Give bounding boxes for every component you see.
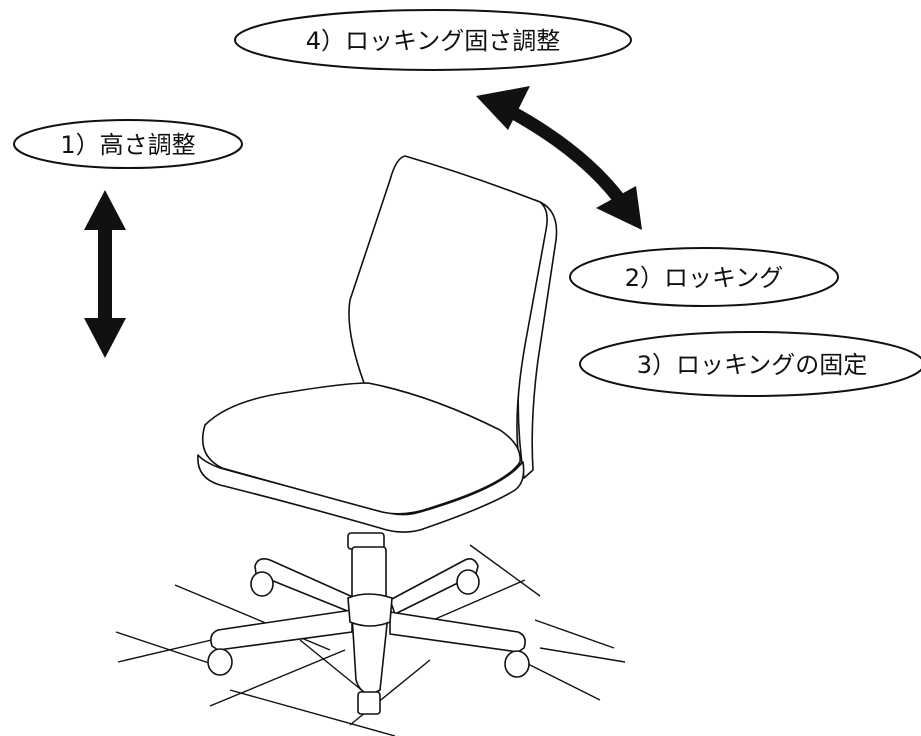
callout-rocking-tension-text: 4）ロッキング固さ調整: [306, 27, 561, 55]
office-chair: [197, 155, 558, 715]
double-arrow-vertical-icon: [84, 190, 126, 358]
chair-base-leg-front-left: [210, 609, 353, 651]
chair-casters: [207, 569, 530, 715]
callout-rocking-lock: 3）ロッキングの固定: [579, 331, 921, 397]
chair-base-leg-back-left: [254, 558, 356, 613]
floor-guide-lines: [115, 544, 626, 736]
callout-rocking-text: 2）ロッキング: [625, 264, 784, 292]
callout-rocking: 2）ロッキング: [569, 247, 839, 307]
chair-base-hub: [347, 593, 393, 627]
chair-seat: [201, 382, 521, 515]
callout-height-adjust-text: 1）高さ調整: [60, 131, 195, 159]
double-arrow-curved-icon: [476, 86, 642, 230]
chair-base-leg-front-right: [389, 611, 526, 653]
callout-rocking-tension: 4）ロッキング固さ調整: [234, 9, 632, 71]
callout-rocking-lock-text: 3）ロッキングの固定: [637, 351, 868, 379]
chair-base-leg-front: [351, 614, 389, 695]
chair-base-leg-back-right: [389, 558, 479, 615]
callout-height-adjust: 1）高さ調整: [13, 119, 243, 169]
